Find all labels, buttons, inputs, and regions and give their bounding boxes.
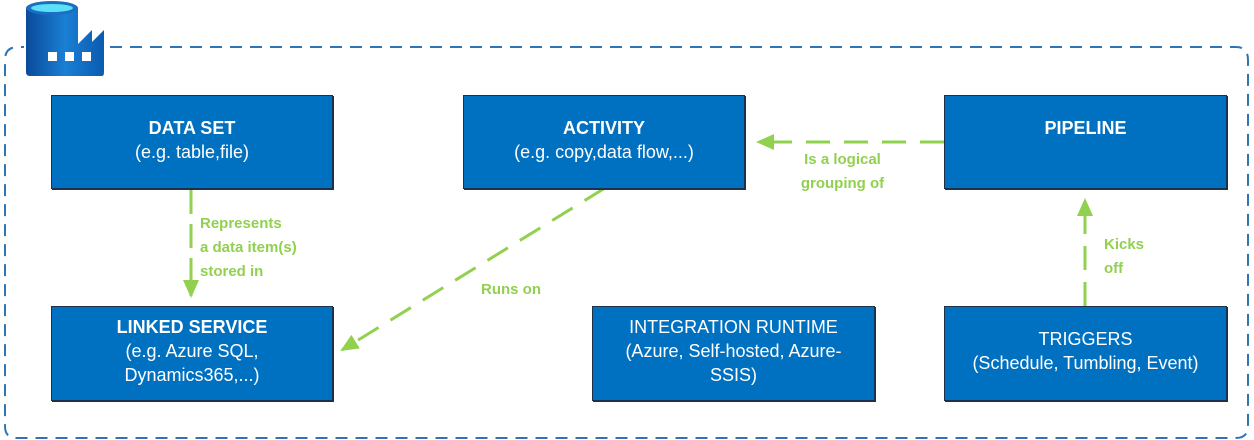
azure-data-factory-icon — [26, 1, 104, 76]
triggers-title: TRIGGERS — [1038, 329, 1133, 349]
linked-service-title: LINKED SERVICE — [116, 317, 268, 337]
linked-service-box: LINKED SERVICE (e.g. Azure SQL, Dynamics… — [51, 306, 333, 401]
activity-title: ACTIVITY — [562, 118, 645, 138]
label-kicks-off-line-1: Kicks — [1104, 236, 1145, 253]
label-represents-line-3: stored in — [200, 263, 264, 280]
dashed-frame — [4, 46, 1249, 439]
integration-runtime-subtitle-2: SSIS) — [709, 365, 757, 385]
triggers-box: TRIGGERS (Schedule, Tumbling, Event) — [944, 306, 1227, 401]
pipeline-box: PIPELINE — [944, 95, 1227, 189]
linked-service-subtitle-1: (e.g. Azure SQL, — [125, 341, 259, 361]
integration-runtime-subtitle-1: (Azure, Self-hosted, Azure- — [625, 341, 842, 361]
label-represents-line-1: Represents — [200, 215, 282, 232]
dataset-title: DATA SET — [148, 118, 236, 138]
activity-subtitle: (e.g. copy,data flow,...) — [514, 142, 694, 162]
label-runs-on-line-1: Runs on — [481, 281, 541, 298]
label-represents: Represents a data item(s) stored in — [200, 212, 297, 284]
linked-service-subtitle-2: Dynamics365,...) — [124, 365, 260, 385]
label-runs-on: Runs on — [481, 278, 541, 302]
label-kicks-off-line-2: off — [1104, 260, 1124, 277]
activity-box: ACTIVITY (e.g. copy,data flow,...) — [463, 95, 745, 189]
label-grouping-line-1: Is a logical — [804, 151, 881, 168]
dataset-subtitle: (e.g. table,file) — [134, 142, 250, 162]
label-grouping: Is a logical grouping of — [780, 148, 905, 196]
triggers-subtitle: (Schedule, Tumbling, Event) — [972, 353, 1199, 373]
pipeline-title: PIPELINE — [1044, 118, 1127, 138]
integration-runtime-box: INTEGRATION RUNTIME (Azure, Self-hosted,… — [592, 306, 875, 401]
integration-runtime-title: INTEGRATION RUNTIME — [629, 317, 838, 337]
dataset-box: DATA SET (e.g. table,file) — [51, 95, 333, 189]
label-represents-line-2: a data item(s) — [200, 239, 297, 256]
label-grouping-line-2: grouping of — [800, 175, 885, 192]
arrow-runs-on — [340, 186, 606, 352]
label-kicks-off: Kicks off — [1104, 233, 1144, 281]
